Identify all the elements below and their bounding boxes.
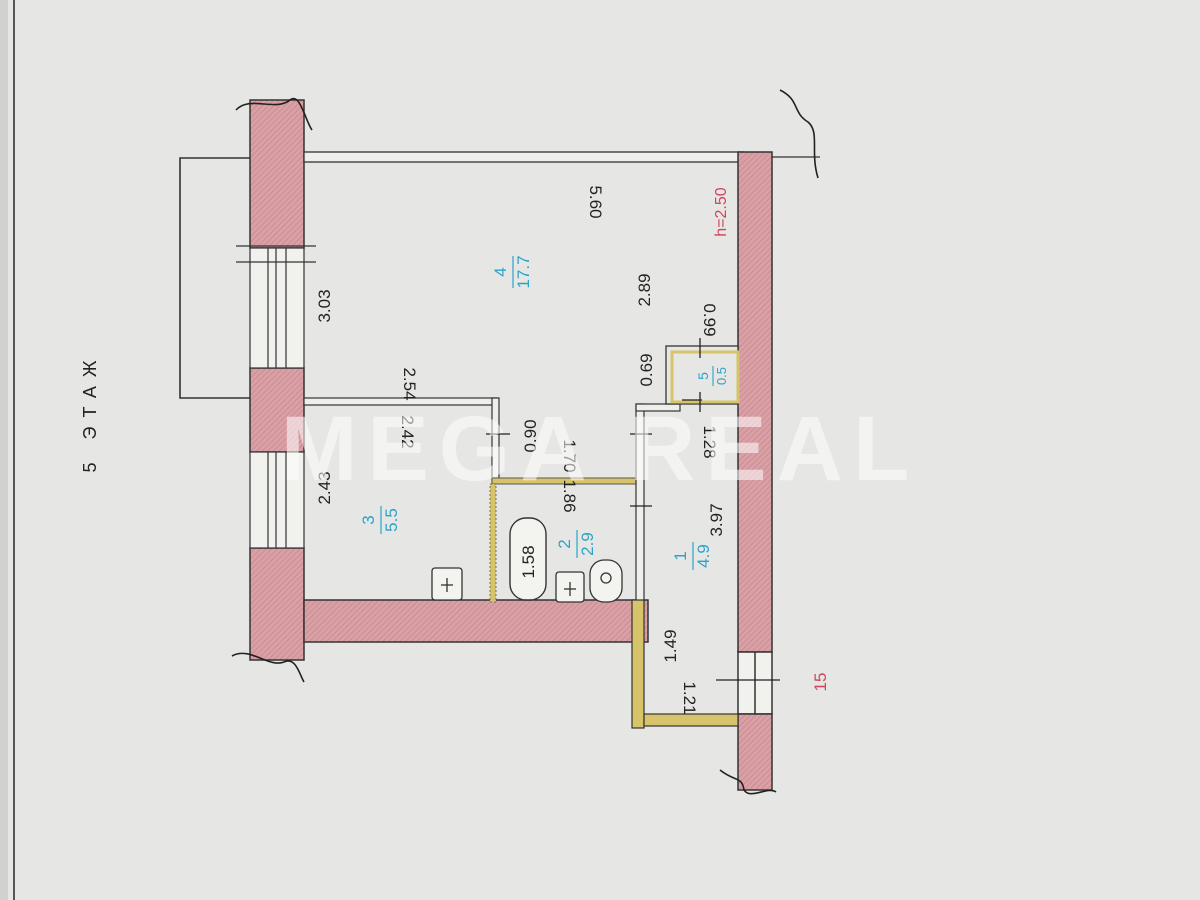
dim-5-60: 5.60	[586, 185, 605, 218]
window-left-lower	[249, 451, 305, 549]
ceiling-height: h=2.50	[713, 187, 730, 236]
room-1-area: 4.9	[694, 544, 713, 568]
watermark: MEGA REAL	[281, 398, 920, 500]
balcony	[179, 157, 250, 399]
room-4-number: 4	[491, 267, 510, 276]
paper-sheet	[8, 0, 1200, 900]
wall-break-top	[235, 97, 313, 131]
interior-wall-bottom	[303, 599, 649, 643]
dim-3-03: 3.03	[315, 289, 334, 322]
watermark-text: MEGA REAL	[281, 398, 920, 500]
entrance-corridor	[631, 599, 739, 729]
dim-3-97: 3.97	[707, 503, 726, 536]
room-2-label: 2 2.9	[555, 530, 597, 558]
room-5-label: 5 0.5	[695, 366, 729, 386]
closet	[665, 345, 740, 405]
outer-wall-left	[249, 99, 305, 661]
room-3-label: 3 5.5	[359, 506, 401, 534]
room-3-number: 3	[359, 515, 378, 524]
apartment-number: 15	[811, 673, 830, 692]
partition-bath-vertical	[489, 483, 497, 603]
room-3-area: 5.5	[382, 508, 401, 532]
dim-0-99: 0.99	[700, 303, 719, 336]
room-4-area: 17.7	[514, 255, 533, 288]
dim-0-69: 0.69	[637, 353, 656, 386]
door-marks	[486, 338, 780, 681]
dim-2-43: 2.43	[315, 471, 334, 504]
dim-0-90: 0.90	[521, 419, 540, 452]
room-labels: 4 17.7 3 5.5 2 2.9 1 4.9 5 0.5	[359, 255, 729, 570]
room-1-number: 1	[671, 551, 690, 560]
room-2-number: 2	[555, 539, 574, 548]
labels: 5 ЭТАЖ h=2.50 15 5.60 2.89 0.99 0.69 3.0…	[80, 185, 830, 714]
room-5-area: 0.5	[714, 367, 729, 385]
dim-1-70: 1.70	[560, 439, 579, 472]
room-1-label: 1 4.9	[671, 542, 713, 570]
dim-2-54: 2.54	[400, 367, 419, 400]
toilet-icon	[589, 559, 623, 603]
right-wall	[737, 151, 773, 791]
floor-label: 5 ЭТАЖ	[80, 352, 100, 473]
bathtub-icon	[509, 517, 547, 601]
room-2-area: 2.9	[578, 532, 597, 556]
dim-1-21: 1.21	[680, 681, 699, 714]
dim-2-89: 2.89	[635, 273, 654, 306]
room-4-label: 4 17.7	[491, 255, 533, 288]
wall-break-right	[779, 89, 819, 179]
dim-1-58: 1.58	[519, 545, 538, 578]
wall-break-right-bottom	[719, 769, 777, 795]
window-left-upper	[236, 245, 316, 369]
washbasin-icon	[555, 571, 585, 603]
dim-2-42: 2.42	[398, 415, 417, 448]
sink-icon	[431, 567, 463, 601]
dim-1-86: 1.86	[560, 479, 579, 512]
wall-break-bottom	[231, 652, 305, 683]
dim-1-28: 1.28	[700, 425, 719, 458]
dim-1-49: 1.49	[661, 629, 680, 662]
room-5-number: 5	[695, 372, 711, 380]
